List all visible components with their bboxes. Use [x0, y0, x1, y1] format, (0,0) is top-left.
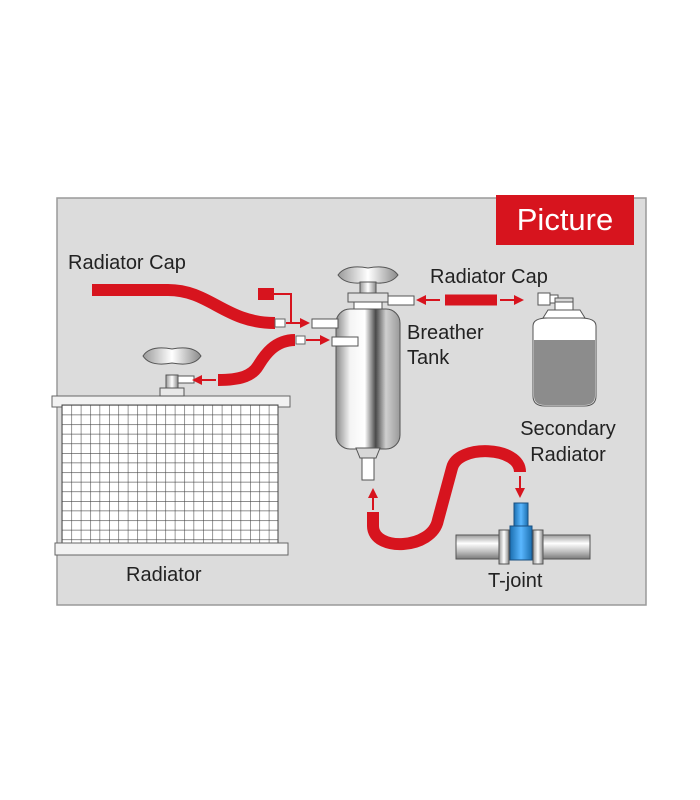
radiator-cap-label-right: Radiator Cap	[430, 266, 548, 288]
secondary-radiator-label-line1: Secondary	[520, 418, 616, 440]
breather-tank-label-line2: Tank	[407, 347, 450, 369]
t-joint-label: T-joint	[488, 570, 543, 592]
small-red-block	[258, 288, 274, 300]
radiator-label: Radiator	[126, 564, 202, 586]
secondary-radiator-label-line2: Radiator	[530, 444, 606, 466]
radiator-cap-icon	[142, 347, 202, 397]
bracket-line	[274, 293, 292, 322]
secondary-radiator	[532, 292, 597, 407]
breather-tank	[311, 266, 415, 481]
breather-tank-label-line1: Breather	[407, 322, 484, 344]
picture-badge-label: Picture	[516, 202, 614, 237]
radiator	[51, 395, 291, 556]
radiator-cap-label-left: Radiator Cap	[68, 252, 186, 274]
flow-arrows	[192, 295, 525, 510]
picture-badge-bg	[496, 195, 634, 245]
t-joint	[455, 502, 591, 565]
hoses	[92, 284, 526, 551]
